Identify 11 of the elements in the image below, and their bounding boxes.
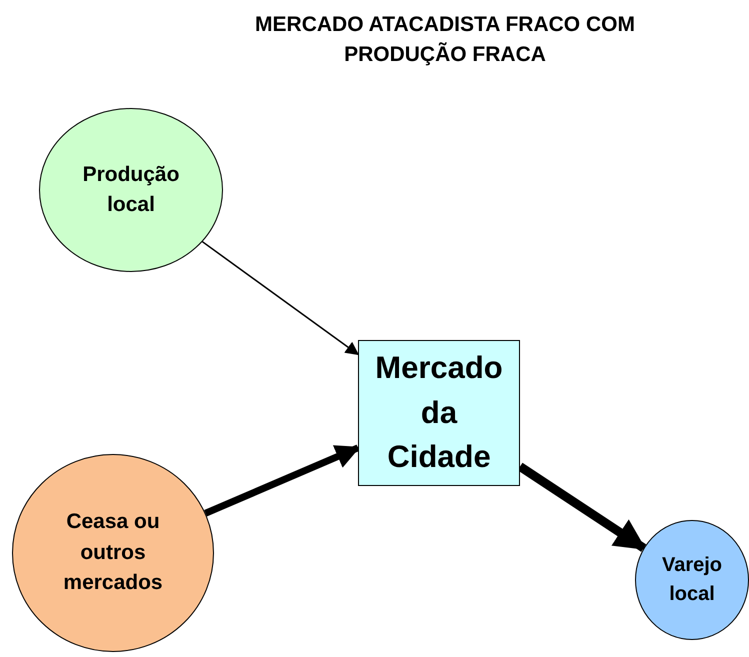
node-label: Varejo local [660,553,724,607]
arrow [204,444,360,516]
node-label: Produção local [82,162,180,218]
ellipse-node [39,108,223,272]
ellipse-node [635,520,749,640]
arrow [202,241,360,356]
node-label: Mercado da Cidade [374,348,504,476]
ellipse-node [12,454,214,652]
process-box [358,340,520,486]
diagram-title: MERCADO ATACADISTA FRACO COM PRODUÇÃO FRACA [254,12,636,68]
node-label: Ceasa ou outros mercados [62,509,164,596]
